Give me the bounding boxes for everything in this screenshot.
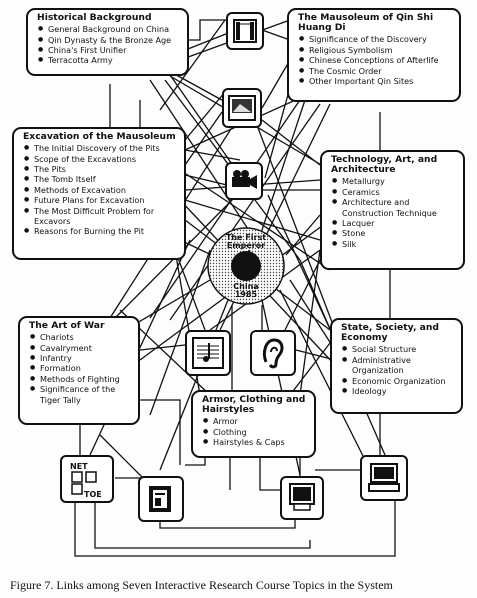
topic-item[interactable]: Cavalryment xyxy=(30,343,132,354)
box-armor-clothing[interactable]: Armor, Clothing and Hairstyles Armor Clo… xyxy=(191,390,316,458)
topic-item[interactable]: General Background on China xyxy=(38,24,181,35)
hub-graphic xyxy=(207,227,285,305)
topic-item[interactable]: China's First Unifier xyxy=(38,45,181,56)
computer-icon[interactable] xyxy=(360,455,408,501)
topic-item[interactable]: Social Structure xyxy=(342,344,455,355)
picture-icon[interactable] xyxy=(222,88,262,128)
box-title: The Art of War xyxy=(29,320,105,331)
box-state-society-economy[interactable]: State, Society, and Economy Social Struc… xyxy=(330,318,463,414)
quiz-label-bottom: TOE xyxy=(84,490,102,499)
topic-item[interactable]: The Pits xyxy=(24,164,178,175)
topic-item[interactable]: Reasons for Burning the Pit xyxy=(24,226,178,237)
box-title: Armor, Clothing and Hairstyles xyxy=(202,394,306,416)
topic-item[interactable]: The Initial Discovery of the Pits xyxy=(24,143,178,154)
box-title: Excavation of the Mausoleum xyxy=(23,131,176,142)
topic-item[interactable]: Formation xyxy=(30,363,132,374)
film-camera-icon[interactable] xyxy=(225,162,263,200)
hub-title-bottom: China 1985 xyxy=(233,282,259,299)
box-mausoleum[interactable]: The Mausoleum of Qin Shi Huang Di Signif… xyxy=(287,8,461,102)
topic-item[interactable]: Methods of Fighting xyxy=(30,374,132,385)
topic-item[interactable]: Clothing xyxy=(203,427,308,438)
topic-item[interactable]: Other Important Qin Sites xyxy=(299,76,453,87)
box-title: Historical Background xyxy=(37,12,152,23)
topic-item[interactable]: Chariots xyxy=(30,332,132,343)
hub-first-emperor[interactable]: The First Emperor of China 1985 xyxy=(206,226,286,306)
topic-item[interactable]: The Most Difficult Problem for Excavors xyxy=(24,206,174,227)
topic-item[interactable]: Significance of the Discovery xyxy=(299,34,453,45)
topic-item[interactable]: Administrative Organization xyxy=(342,355,432,376)
quiz-label-top: NET xyxy=(70,462,88,471)
topic-item[interactable]: Armor xyxy=(203,416,308,427)
topic-item[interactable]: Ideology xyxy=(342,386,455,397)
box-excavation[interactable]: Excavation of the Mausoleum The Initial … xyxy=(12,127,186,260)
box-art-of-war[interactable]: The Art of War Chariots Cavalryment Infa… xyxy=(18,316,140,425)
topic-item[interactable]: The Tomb Itself xyxy=(24,174,178,185)
box-title: Technology, Art, and Architecture xyxy=(331,154,438,176)
box-technology[interactable]: Technology, Art, and Architecture Metall… xyxy=(320,150,465,270)
box-historical-background[interactable]: Historical Background General Background… xyxy=(26,8,189,76)
folder-document-icon[interactable] xyxy=(138,476,184,522)
topic-item[interactable]: Methods of Excavation xyxy=(24,185,178,196)
topic-item[interactable]: Economic Organization xyxy=(342,376,455,387)
topic-item[interactable]: Hairstyles & Caps xyxy=(203,437,308,448)
topic-item[interactable]: Terracotta Army xyxy=(38,55,181,66)
topic-item[interactable]: Qin Dynasty & the Bronze Age xyxy=(38,35,181,46)
topic-item[interactable]: Architecture and Construction Technique xyxy=(332,197,460,218)
music-note-icon[interactable] xyxy=(185,330,231,376)
topic-item[interactable]: Lacquer xyxy=(332,218,457,229)
topic-item[interactable]: Ceramics xyxy=(332,187,457,198)
topic-item[interactable]: Chinese Conceptions of Afterlife xyxy=(299,55,453,66)
monitor-icon[interactable] xyxy=(280,476,324,520)
topic-item[interactable]: The Cosmic Order xyxy=(299,66,453,77)
figure-caption: Figure 7. Links among Seven Interactive … xyxy=(10,578,393,592)
topic-item[interactable]: Religious Symbolism xyxy=(299,45,453,56)
topic-item[interactable]: Metallurgy xyxy=(332,176,457,187)
hub-title-top: The First Emperor of xyxy=(225,233,267,258)
quiz-grid-icon[interactable]: NET TOE xyxy=(60,455,114,503)
topic-item[interactable]: Silk xyxy=(332,239,457,250)
ear-icon[interactable] xyxy=(250,330,296,376)
box-title: State, Society, and Economy xyxy=(341,322,439,344)
window-icon[interactable] xyxy=(226,12,264,50)
topic-item[interactable]: Stone xyxy=(332,228,457,239)
box-title: The Mausoleum of Qin Shi Huang Di xyxy=(298,12,434,34)
topic-item[interactable]: Significance of the Tiger Tally xyxy=(30,384,135,405)
topic-item[interactable]: Future Plans for Excavation xyxy=(24,195,178,206)
topic-item[interactable]: Scope of the Excavations xyxy=(24,154,178,165)
topic-item[interactable]: Infantry xyxy=(30,353,132,364)
